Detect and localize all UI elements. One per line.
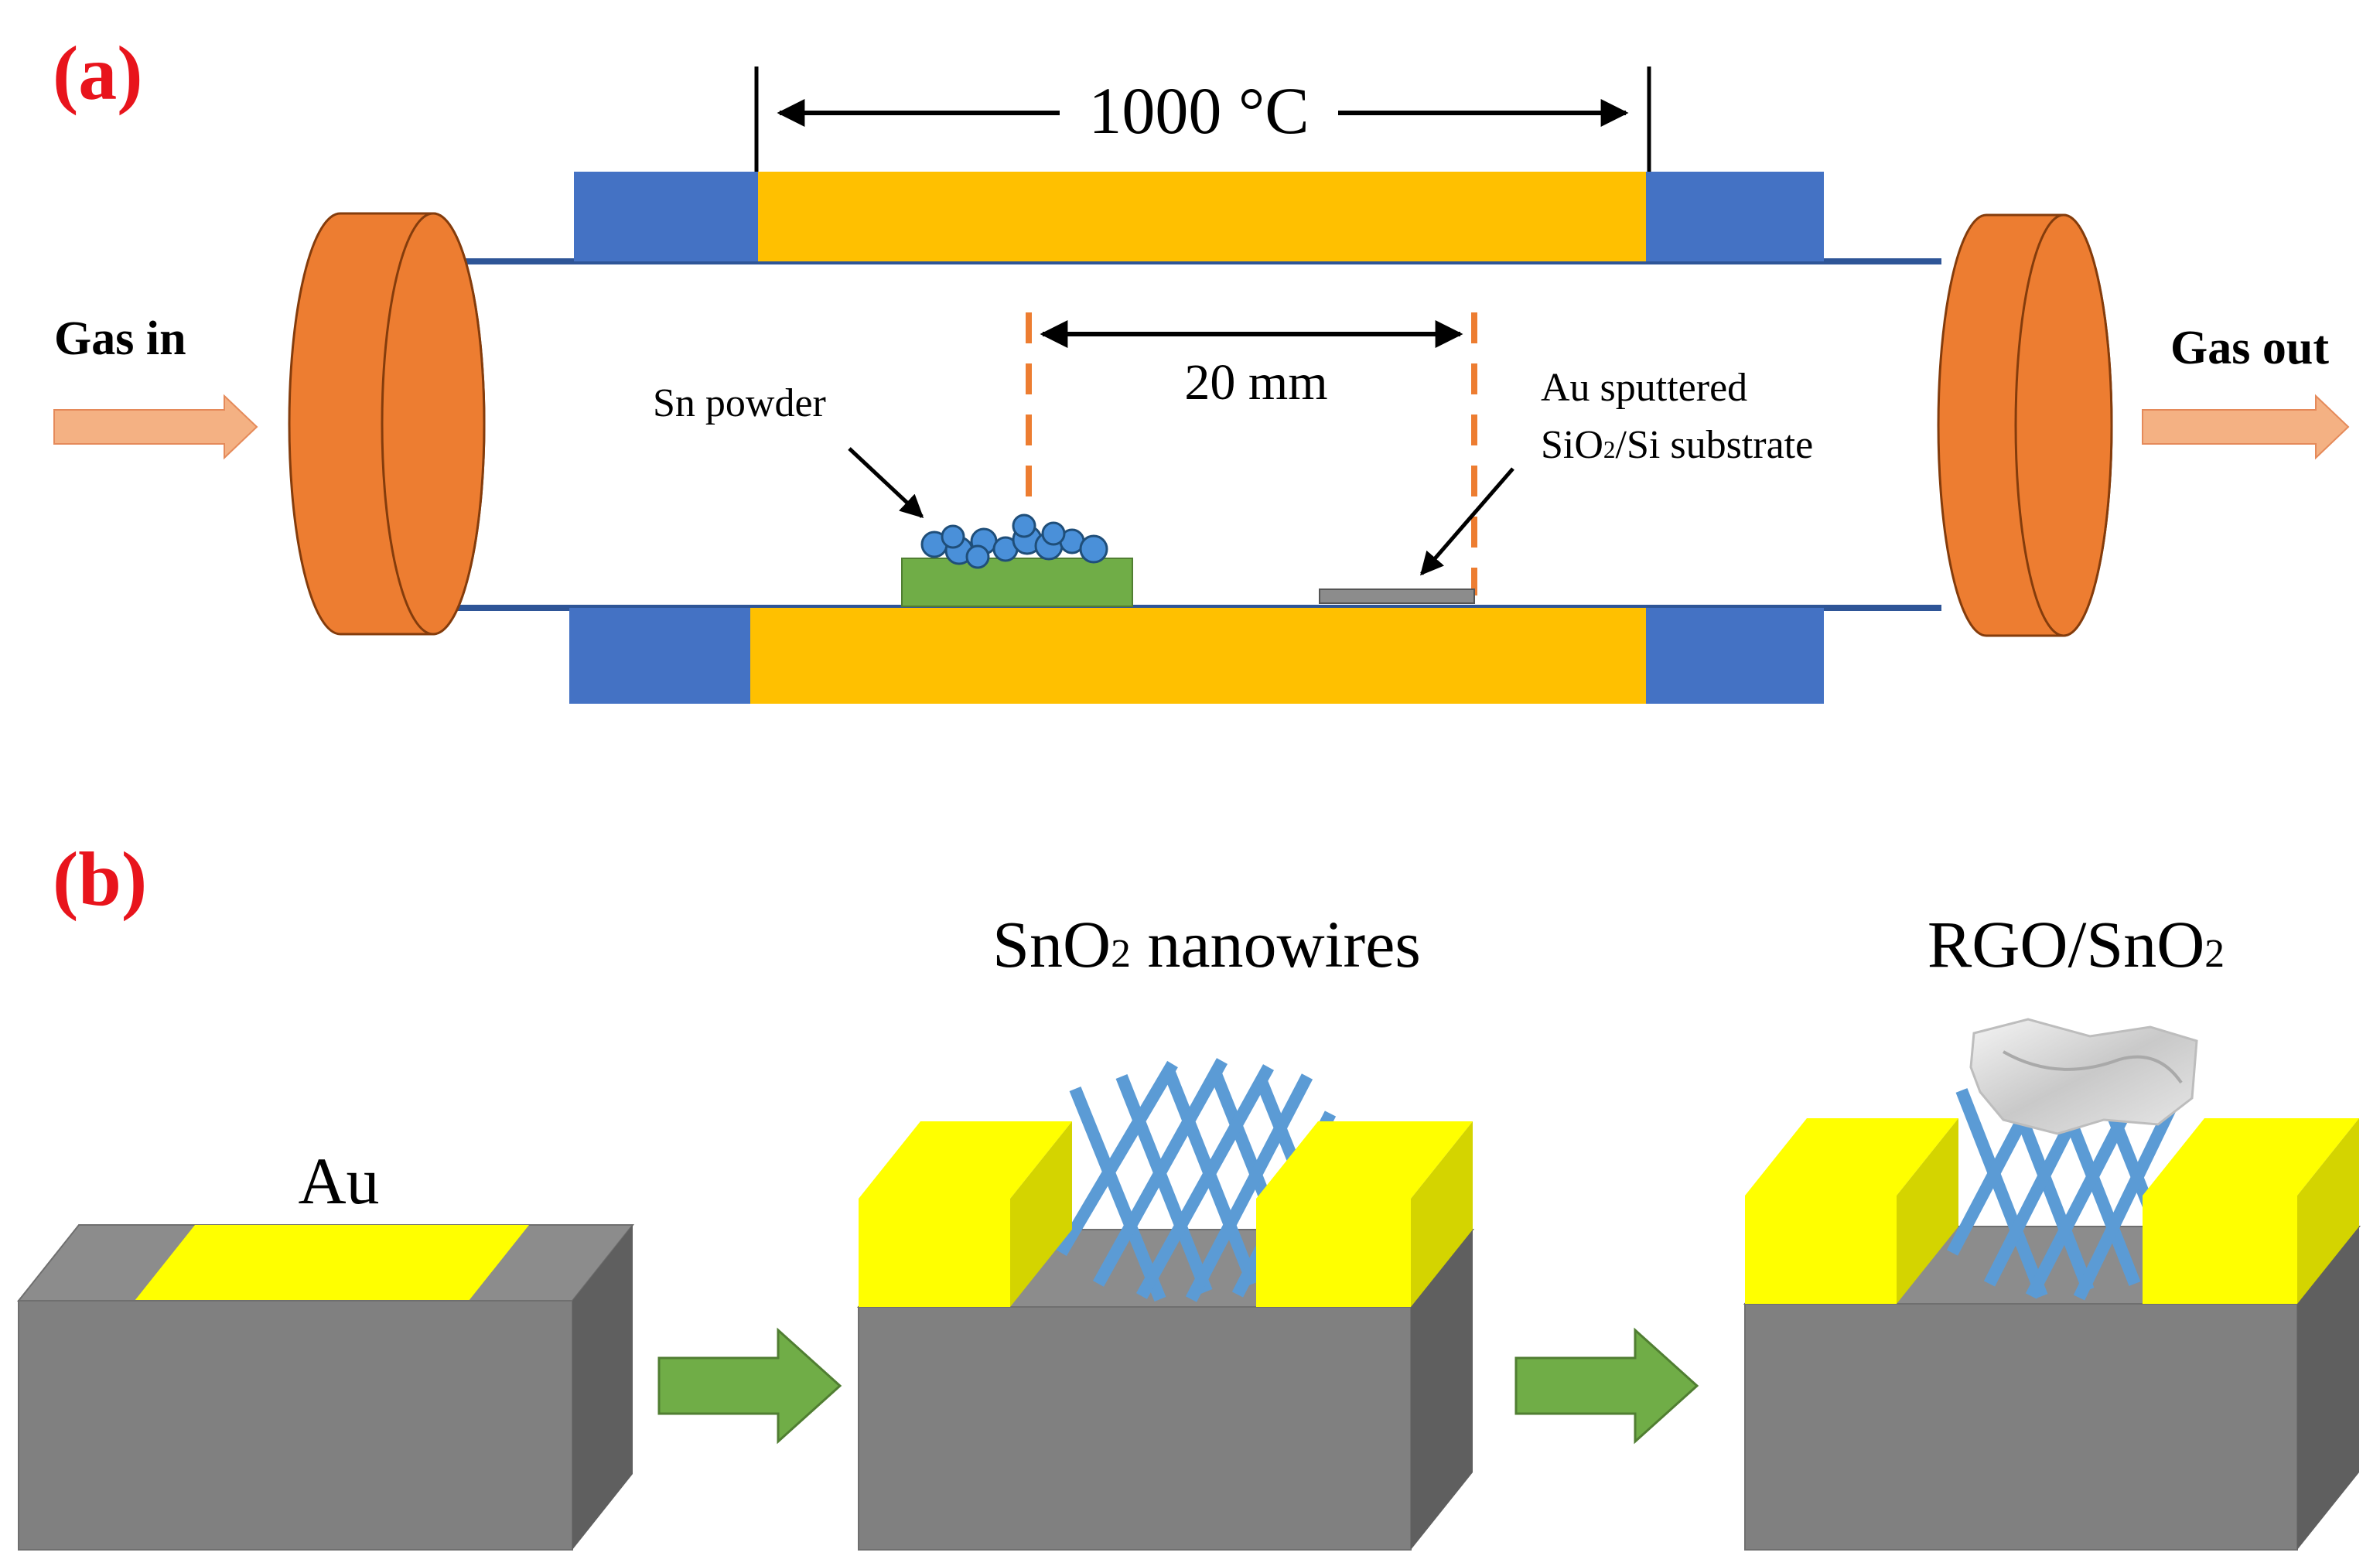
distance-label: 20 mm bbox=[1184, 354, 1327, 411]
au-substrate bbox=[1319, 589, 1475, 604]
process-arrow-1 bbox=[657, 1327, 842, 1445]
furnace-top-right-end bbox=[1646, 172, 1824, 261]
furnace-bottom-right-end bbox=[1646, 608, 1824, 704]
gas-out-label: Gas out bbox=[2170, 322, 2329, 374]
gas-out-arrow bbox=[2142, 394, 2350, 460]
sn-boat bbox=[901, 558, 1133, 607]
block2-gold-left-front bbox=[859, 1199, 1010, 1307]
panel-a: (a) 1000 °C Gas in Gas out bbox=[53, 30, 2350, 704]
rgo-sheet bbox=[1969, 1018, 2198, 1135]
block1-side bbox=[572, 1225, 633, 1550]
sn-powder-pointer bbox=[848, 447, 924, 519]
block3-side bbox=[2297, 1227, 2359, 1550]
block2-gold-right-top bbox=[1256, 1121, 1473, 1199]
block3-front bbox=[1744, 1303, 2298, 1551]
block2-gold-right-front bbox=[1256, 1199, 1411, 1307]
block-sno2-nanowires: SnO2 nanowires bbox=[856, 907, 1475, 1551]
block2-gold-right-side bbox=[1411, 1121, 1473, 1307]
block1-au-strip bbox=[135, 1225, 529, 1301]
rgo-label: RGO/SnO2 bbox=[1928, 907, 2225, 981]
panel-a-label: (a) bbox=[53, 30, 143, 116]
au-label: Au bbox=[298, 1144, 379, 1218]
panel-b: (b) Au SnO2 nanowires bbox=[16, 836, 2361, 1551]
right-flange bbox=[1937, 213, 2113, 637]
block-au-substrate: Au bbox=[16, 1144, 635, 1551]
left-flange bbox=[288, 212, 486, 636]
block3-gold-right-top bbox=[2143, 1118, 2359, 1196]
block2-side bbox=[1411, 1230, 1473, 1550]
block3-gold-right-front bbox=[2143, 1196, 2297, 1304]
gas-in-label: Gas in bbox=[54, 312, 186, 365]
rgo-sheet-wrinkle bbox=[2003, 1050, 2183, 1084]
substrate-label-line2: SiO2/Si substrate bbox=[1541, 423, 1813, 467]
block3-gold-left-front bbox=[1745, 1196, 1897, 1304]
block2-gold-left-side bbox=[1010, 1121, 1072, 1307]
panel-b-label: (b) bbox=[53, 836, 147, 922]
furnace-bottom-heater bbox=[750, 608, 1646, 704]
process-arrow-2 bbox=[1514, 1327, 1699, 1445]
sn-powder-label: Sn powder bbox=[653, 381, 826, 425]
substrate-pointer bbox=[1420, 467, 1514, 576]
furnace-bottom-left-end bbox=[569, 608, 750, 704]
furnace-top-heater bbox=[758, 172, 1646, 261]
block-rgo-sno2: RGO/SnO2 bbox=[1743, 907, 2361, 1551]
block1-front bbox=[18, 1300, 573, 1551]
gas-in-arrow bbox=[53, 394, 258, 460]
block3-gold-left-side bbox=[1897, 1118, 1958, 1304]
nanowires-label: SnO2 nanowires bbox=[992, 907, 1421, 981]
block2-gold-left-top bbox=[859, 1121, 1072, 1199]
block2-front bbox=[858, 1306, 1412, 1551]
sn-powder-particles bbox=[920, 513, 1108, 569]
block3-gold-right-side bbox=[2297, 1118, 2359, 1304]
furnace-top-left-end bbox=[574, 172, 758, 261]
block3-gold-left-top bbox=[1745, 1118, 1958, 1196]
temperature-label: 1000 °C bbox=[1088, 73, 1309, 148]
substrate-label-line1: Au sputtered bbox=[1541, 366, 1747, 410]
